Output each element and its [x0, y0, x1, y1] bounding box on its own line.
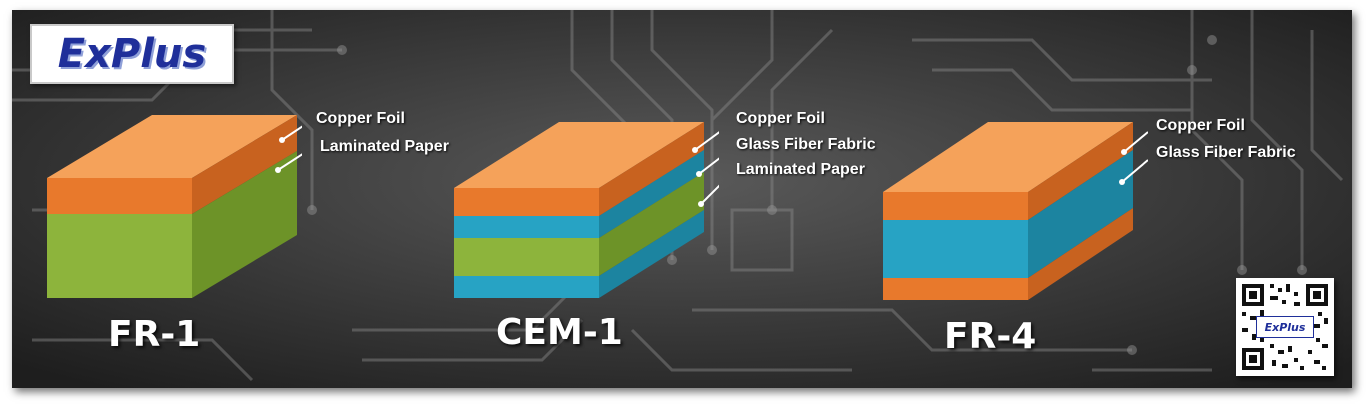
fr4-layer-block	[883, 122, 1148, 300]
cem1-glass-fiber-label: Glass Fiber Fabric	[736, 136, 876, 153]
fr1-laminated-paper-label: Laminated Paper	[320, 138, 449, 155]
cem1-title: CEM-1	[496, 312, 623, 353]
cem1-paper-side	[599, 172, 704, 276]
cem1-paper-front	[454, 238, 599, 276]
fr4-copper-side	[1028, 122, 1133, 220]
qr-badge-text: ExPlus	[1264, 320, 1306, 334]
cem1-layer-block	[454, 122, 719, 298]
fr4-copper-front	[883, 192, 1028, 220]
fr4-copper-top-face	[883, 122, 1133, 192]
cem1-copper-foil-label: Copper Foil	[736, 110, 825, 127]
cem1-copper-front	[454, 188, 599, 216]
fr4-glass-side	[1028, 150, 1133, 278]
fr4-title: FR-4	[944, 316, 1037, 357]
qr-code[interactable]: ExPlus	[1236, 278, 1334, 376]
fr1-copper-foil-label: Copper Foil	[316, 110, 405, 127]
cem1-glass-bottom-front	[454, 276, 599, 298]
qr-pattern-icon	[1238, 280, 1332, 374]
fr4-copper-foil-label: Copper Foil	[1156, 117, 1245, 134]
cem1-glass-bottom-side	[599, 210, 704, 298]
fr1-title: FR-1	[108, 314, 201, 355]
fr4-glass-fiber-label: Glass Fiber Fabric	[1156, 144, 1296, 161]
cem1-glass-front	[454, 216, 599, 238]
explus-logo[interactable]: ExPlus	[30, 24, 234, 84]
fr1-copper-side	[192, 115, 297, 214]
fr1-paper-front	[47, 214, 192, 298]
cem1-copper-top-face	[454, 122, 704, 188]
cem1-glass-side	[599, 150, 704, 238]
fr1-paper-side	[192, 151, 297, 298]
fr1-copper-top-face	[47, 115, 297, 178]
fr4-copper-bottom-front	[883, 278, 1028, 300]
logo-text: ExPlus	[57, 31, 207, 77]
cem1-laminated-paper-label: Laminated Paper	[736, 161, 865, 178]
fr4-copper-bottom-side	[1028, 208, 1133, 300]
fr1-copper-front	[47, 178, 192, 214]
fr4-glass-front	[883, 220, 1028, 278]
cem1-copper-side	[599, 122, 704, 216]
qr-logo-badge: ExPlus	[1256, 316, 1314, 338]
banner-frame: ExPlus Copper Foil Laminated Paper FR-1 …	[12, 10, 1352, 388]
fr1-layer-block	[47, 115, 302, 298]
